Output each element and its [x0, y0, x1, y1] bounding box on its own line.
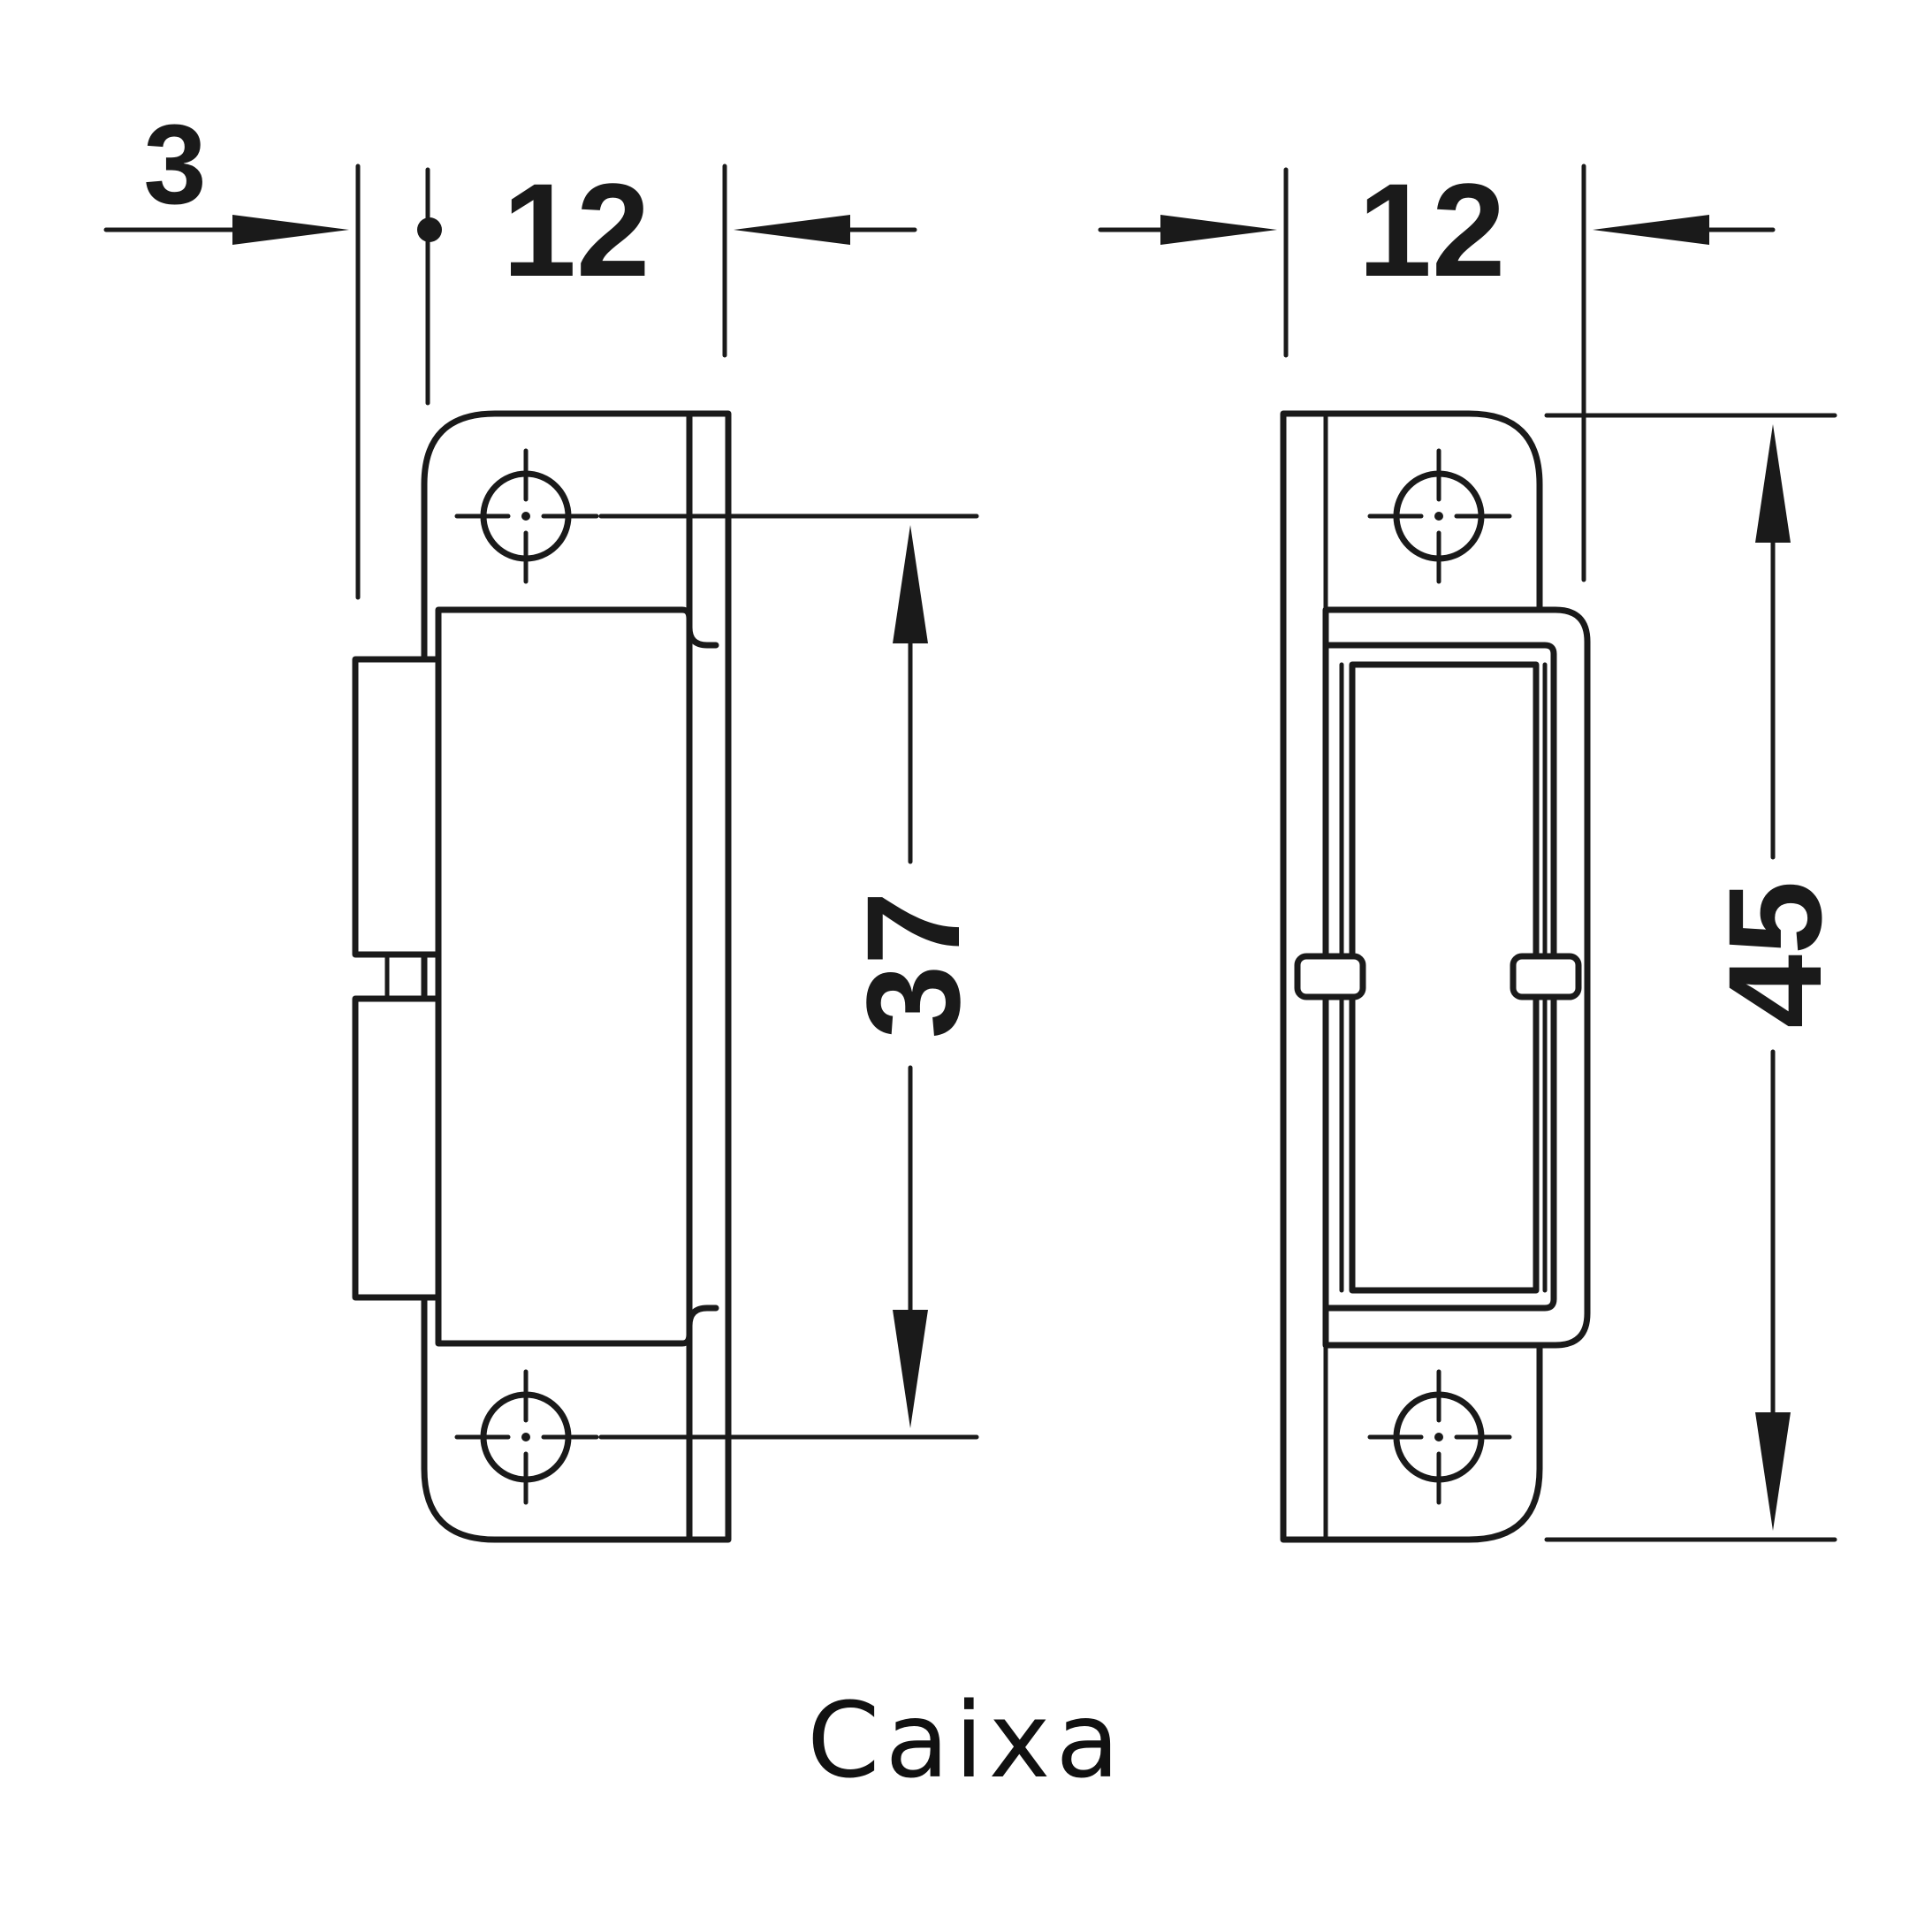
right-dim-12-label: 12: [1358, 156, 1506, 304]
left-screw-hole-bottom: [454, 1369, 599, 1505]
left-dim-37-label: 37: [839, 892, 987, 1039]
right-clip-left: [1294, 953, 1366, 1000]
right-view: 12 45: [1098, 156, 1849, 1543]
right-bracket-outer: [1322, 606, 1591, 1349]
left-screw-hole-top: [454, 448, 599, 584]
right-dim-45-label: 45: [1700, 881, 1849, 1029]
left-center-box: [435, 606, 693, 1347]
right-dim-12-arrow-right: [1593, 215, 1709, 245]
right-dim-45-arrow-up: [1755, 424, 1791, 543]
right-dim-45-arrow-down: [1755, 1412, 1791, 1531]
left-dim-12-label: 12: [503, 156, 650, 304]
right-dim-12-arrow-left: [1160, 215, 1277, 245]
right-screw-hole-top: [1367, 448, 1512, 584]
left-tab-lower: [352, 995, 442, 1301]
caption: Caixa: [807, 1679, 1125, 1801]
left-dim-37-arrow-up: [893, 525, 928, 643]
left-dim-12-arrow: [734, 215, 850, 245]
left-dim-dot: [417, 217, 442, 242]
left-dim-37-arrow-down: [893, 1310, 928, 1428]
left-tab-upper: [352, 656, 442, 958]
left-view: 3 12 37: [103, 102, 987, 1543]
right-screw-hole-bottom: [1367, 1369, 1512, 1505]
left-dim-3-arrow: [232, 215, 349, 245]
right-clip-right: [1510, 953, 1582, 1000]
left-dim-3-label: 3: [143, 102, 206, 228]
